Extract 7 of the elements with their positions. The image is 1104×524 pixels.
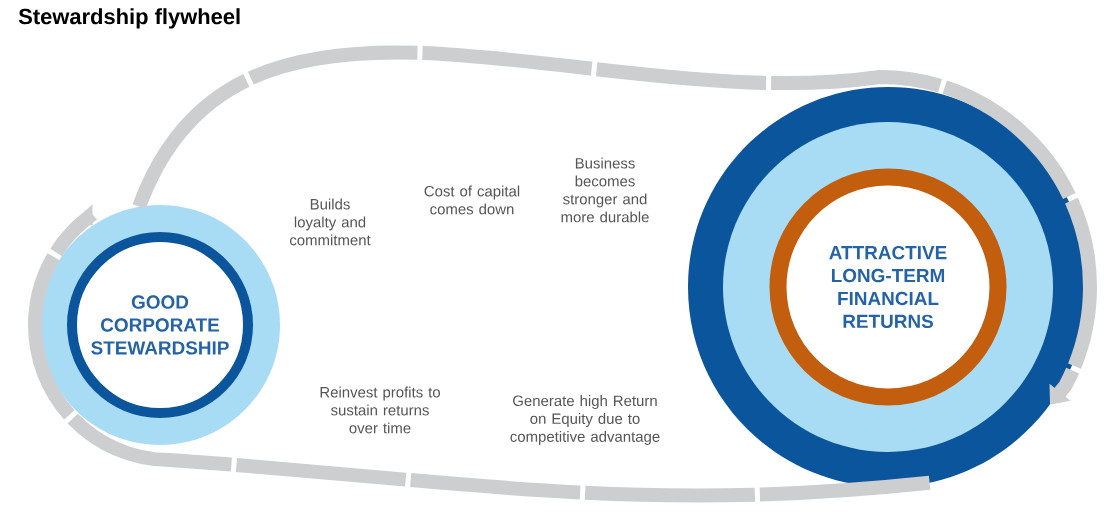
step-text: Business becomes stronger and more durable (561, 157, 649, 223)
step-text: Reinvest profits to sustain returns over time (320, 386, 440, 434)
flywheel-arrow (132, 46, 1097, 405)
flywheel-arrow (28, 204, 931, 503)
step-text: Cost of capital comes down (424, 185, 520, 215)
step-text: Generate high Return on Equity due to competitive advantage (510, 395, 660, 445)
title: Stewardship flywheel (18, 8, 240, 29)
